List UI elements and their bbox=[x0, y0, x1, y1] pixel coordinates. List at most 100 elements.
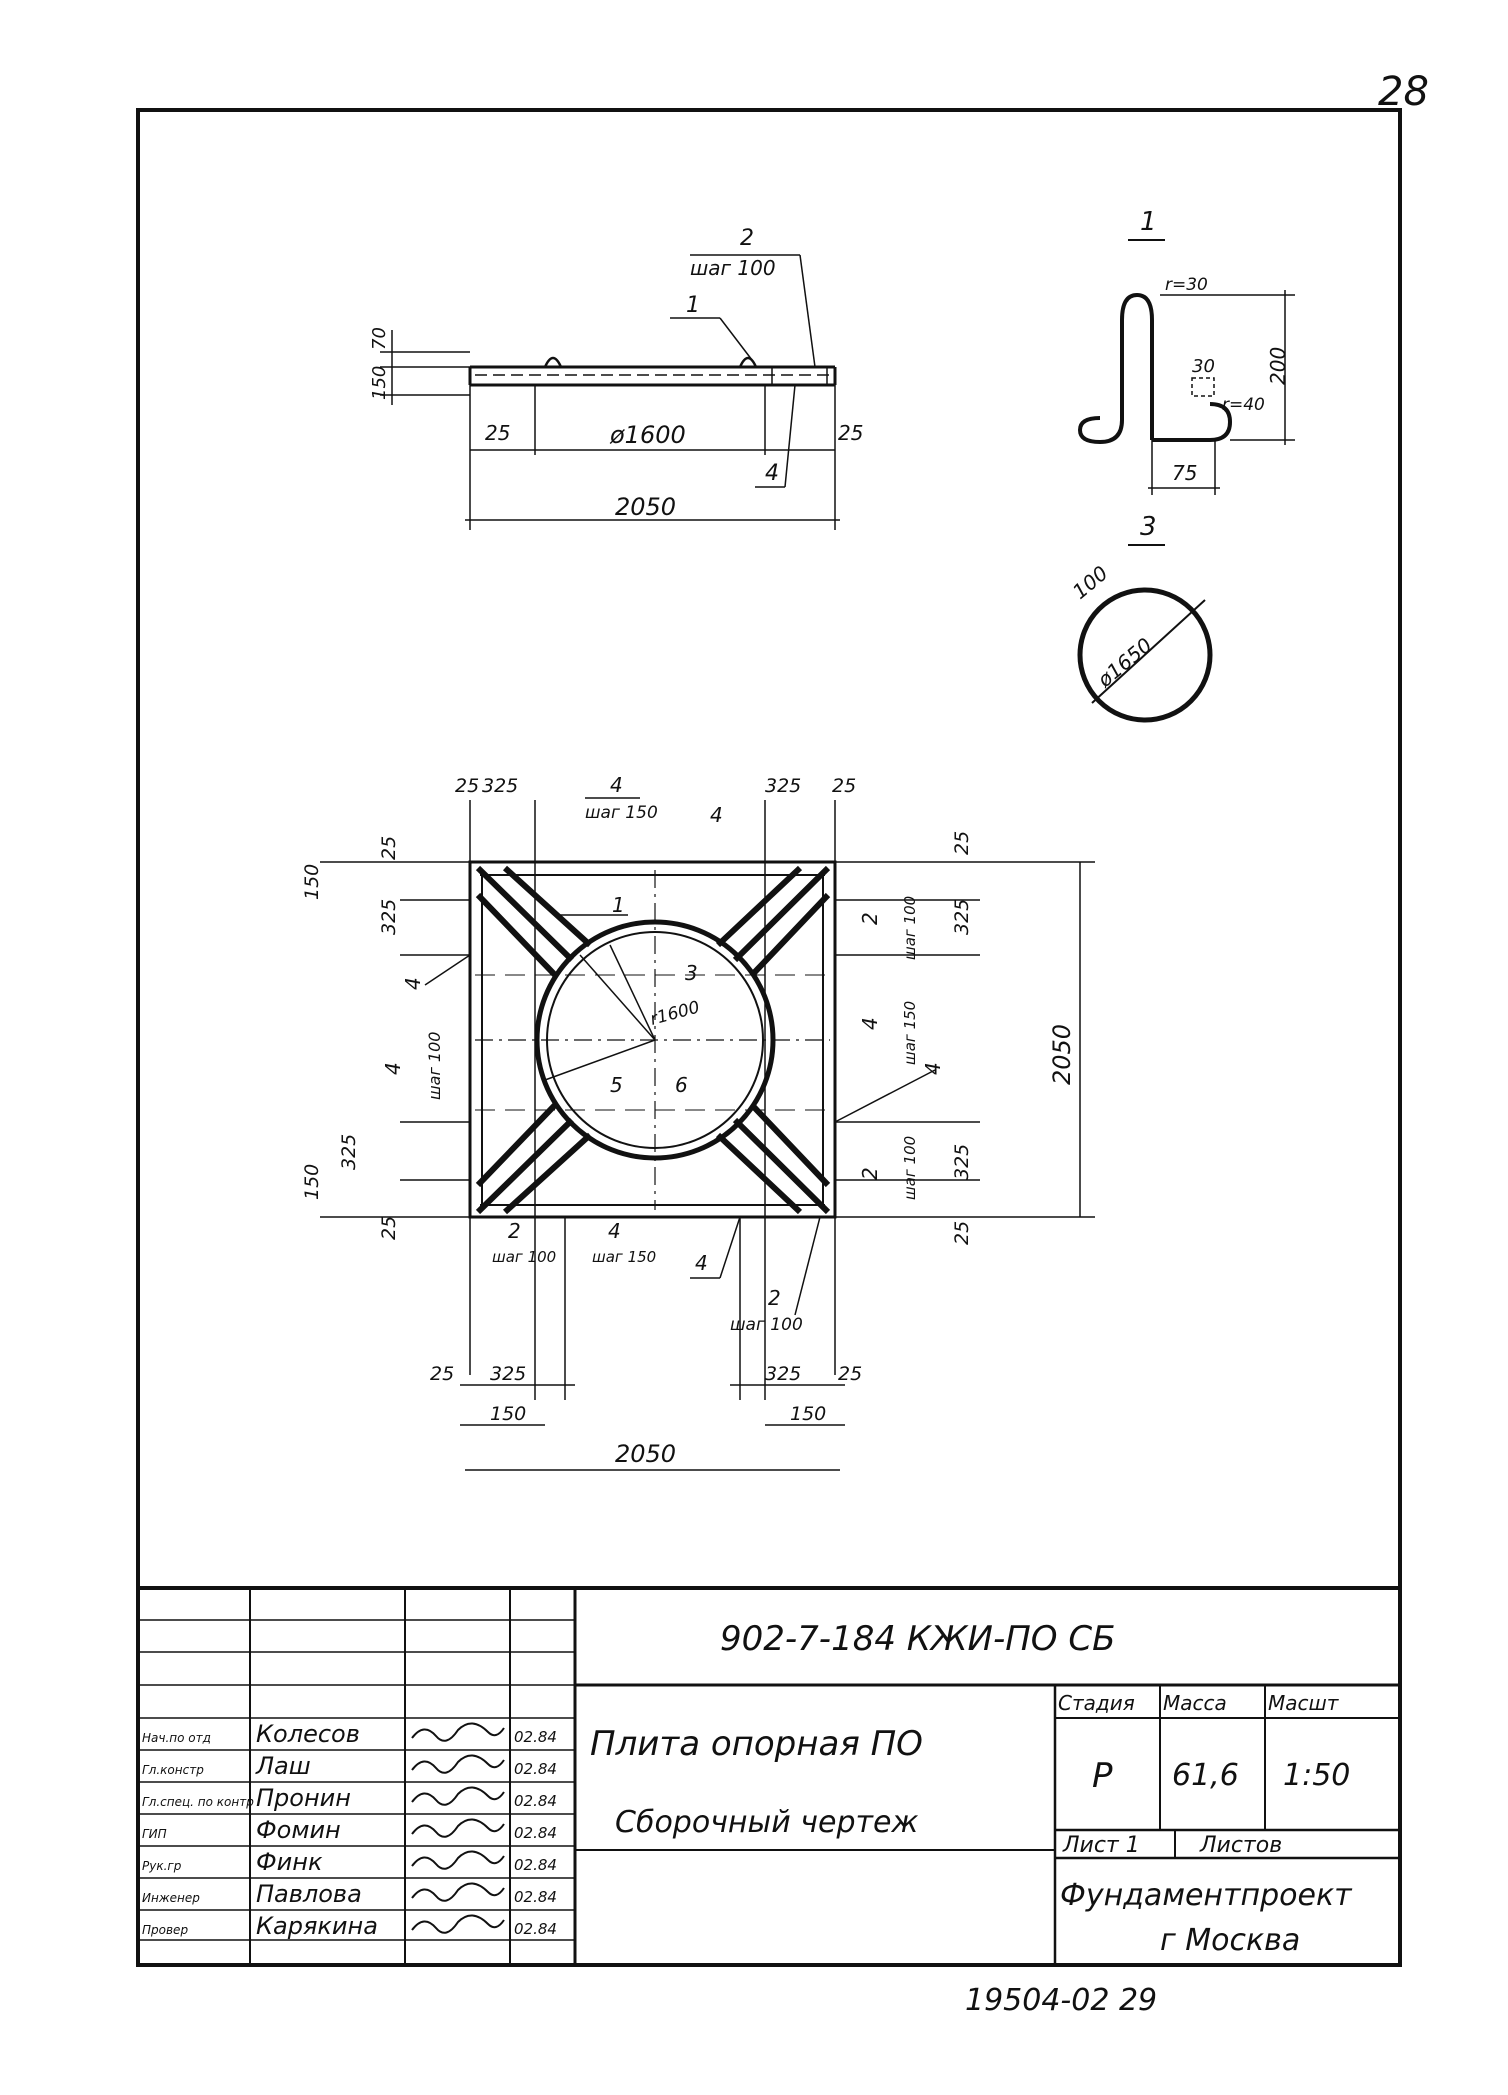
dim-2050-top: 2050 bbox=[615, 493, 676, 521]
signature-scribble bbox=[411, 1818, 505, 1838]
mass-label: Масса bbox=[1163, 1691, 1227, 1715]
plan-left-25-bot: 25 bbox=[378, 1216, 400, 1240]
plan-top-325-right: 325 bbox=[765, 775, 801, 797]
signature-role: Рук.гр bbox=[142, 1859, 182, 1873]
org-line-2: г Москва bbox=[1160, 1923, 1300, 1958]
signature-scribble bbox=[411, 1786, 505, 1806]
signature-role: ГИП bbox=[142, 1827, 167, 1841]
signature-name: Пронин bbox=[256, 1784, 351, 1812]
plan-right-4-b: 4 bbox=[921, 1062, 945, 1075]
plan-left-step100: шаг 100 bbox=[425, 1032, 444, 1100]
dim-diam-1600: ø1600 bbox=[609, 421, 686, 449]
plan-bot-25-left: 25 bbox=[430, 1363, 454, 1385]
plan-bot-step150: шаг 150 bbox=[592, 1248, 656, 1266]
plan-right-4: 4 bbox=[858, 1017, 882, 1030]
signature-name: Финк bbox=[256, 1848, 323, 1876]
detail-3-title: 3 bbox=[1140, 512, 1157, 542]
detail-1-bar-shape: 1 r=30 200 30 r=40 75 bbox=[1077, 207, 1295, 495]
detail-1-w75: 75 bbox=[1172, 461, 1197, 485]
plan-bot-325-right: 325 bbox=[765, 1363, 801, 1385]
signature-name: Колесов bbox=[256, 1720, 360, 1748]
plan-right-2050: 2050 bbox=[1048, 1024, 1076, 1085]
plan-right-325-top: 325 bbox=[951, 899, 973, 935]
signature-scribble bbox=[411, 1882, 505, 1902]
signature-date: 02.84 bbox=[514, 1728, 557, 1746]
footer-code: 19504-02 29 bbox=[965, 1983, 1157, 2018]
org-line-1: Фундаментпроект bbox=[1060, 1878, 1353, 1913]
callout-1: 1 bbox=[686, 293, 700, 318]
detail-1-r30: r=30 bbox=[1165, 275, 1208, 295]
detail-1-h200: 200 bbox=[1266, 347, 1290, 385]
plan-view: 25 325 4 шаг 150 4 325 25 150 325 25 4 4… bbox=[301, 773, 1095, 1471]
stage-value: Р bbox=[1092, 1756, 1113, 1796]
mass-value: 61,6 bbox=[1172, 1758, 1239, 1793]
plan-right-325-bot: 325 bbox=[951, 1144, 973, 1180]
plan-left-25-top: 25 bbox=[378, 836, 400, 860]
signature-role: Гл.спец. по контр bbox=[142, 1795, 254, 1809]
sheet-frame bbox=[136, 108, 1402, 1967]
scale-label: Масшт bbox=[1268, 1691, 1340, 1715]
plan-bot-325-left: 325 bbox=[490, 1363, 526, 1385]
drawing-name: Плита опорная ПО bbox=[590, 1724, 923, 1764]
signature-name: Карякина bbox=[256, 1912, 378, 1940]
title-block: 902-7-184 КЖИ-ПО СБ Плита опорная ПО Сбо… bbox=[138, 1586, 1400, 1965]
signature-date: 02.84 bbox=[514, 1760, 557, 1778]
plan-bot-25-right: 25 bbox=[838, 1363, 862, 1385]
plan-inner-r1600: r1600 bbox=[648, 998, 702, 1030]
callout-2: 2 bbox=[740, 226, 754, 251]
sheets-label: Листов bbox=[1199, 1833, 1282, 1858]
callout-4: 4 bbox=[765, 461, 779, 486]
plan-right-25-top: 25 bbox=[951, 831, 973, 855]
signature-date: 02.84 bbox=[514, 1888, 557, 1906]
dim-25-right: 25 bbox=[838, 421, 863, 445]
plan-bot-150-left: 150 bbox=[490, 1403, 526, 1425]
plan-right-step150: шаг 150 bbox=[901, 1001, 919, 1065]
plan-right-2-bot: 2 bbox=[858, 1167, 882, 1180]
dim-150: 150 bbox=[369, 366, 390, 400]
plan-top-25-right: 25 bbox=[832, 775, 856, 797]
callout-2-step: шаг 100 bbox=[690, 256, 776, 280]
detail-3-d100: 100 bbox=[1068, 561, 1113, 604]
drawing-subname: Сборочный чертеж bbox=[615, 1805, 918, 1840]
plan-bot-step100: шаг 100 bbox=[492, 1248, 556, 1266]
plan-inner-3: 3 bbox=[685, 961, 698, 985]
plan-bot-4-right: 4 bbox=[695, 1251, 708, 1275]
stage-label: Стадия bbox=[1058, 1691, 1135, 1715]
sheet-label: Лист 1 bbox=[1062, 1833, 1140, 1858]
plan-top-step150: шаг 150 bbox=[585, 803, 658, 823]
plan-left-150-bot: 150 bbox=[301, 1164, 323, 1200]
signature-role: Инженер bbox=[142, 1891, 200, 1905]
signature-date: 02.84 bbox=[514, 1792, 557, 1810]
signature-role: Гл.констр bbox=[142, 1763, 204, 1777]
plan-left-325-bot: 325 bbox=[338, 1134, 360, 1170]
plan-right-step100-top: шаг 100 bbox=[901, 896, 919, 960]
plan-left-150-top: 150 bbox=[301, 864, 323, 900]
plan-bot-2: 2 bbox=[508, 1219, 521, 1243]
plan-top-325-left: 325 bbox=[482, 775, 518, 797]
signature-name: Фомин bbox=[256, 1816, 341, 1844]
signature-scribble bbox=[411, 1754, 505, 1774]
top-section-view: 70 150 25 ø1600 25 2050 2 шаг 100 1 4 bbox=[369, 226, 863, 530]
plan-top-25-left: 25 bbox=[455, 775, 479, 797]
plan-right-25-bot: 25 bbox=[951, 1221, 973, 1245]
detail-1-title: 1 bbox=[1140, 207, 1157, 237]
plan-top-4-right: 4 bbox=[710, 803, 723, 827]
plan-right-step100-bot: шаг 100 bbox=[901, 1136, 919, 1200]
plan-bot-2050: 2050 bbox=[615, 1440, 676, 1468]
plan-bot-150-right: 150 bbox=[790, 1403, 826, 1425]
signature-scribble bbox=[411, 1722, 505, 1742]
signature-role: Провер bbox=[142, 1923, 188, 1937]
plan-bot-4: 4 bbox=[608, 1219, 621, 1243]
scale-value: 1:50 bbox=[1283, 1758, 1350, 1793]
plan-right-2-top: 2 bbox=[858, 912, 882, 925]
detail-3-diam: ø1650 bbox=[1092, 633, 1157, 693]
signature-name: Павлова bbox=[256, 1880, 362, 1908]
signature-date: 02.84 bbox=[514, 1824, 557, 1842]
detail-3-ring: 3 100 ø1650 bbox=[1068, 512, 1213, 723]
page-number: 28 bbox=[1378, 69, 1429, 115]
signature-role: Нач.по отд bbox=[142, 1731, 211, 1745]
signature-scribble bbox=[411, 1850, 505, 1870]
detail-1-d30: 30 bbox=[1192, 356, 1215, 377]
